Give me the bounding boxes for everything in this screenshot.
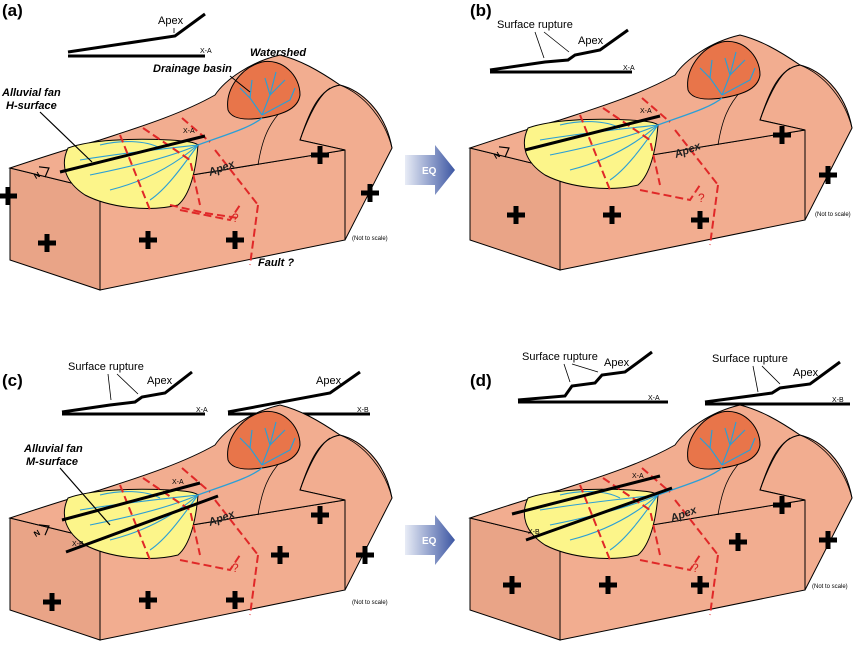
north-arrow-icon: N [32,166,50,181]
profile-apex-label-d2: Apex [793,367,819,379]
svg-text:N: N [32,170,42,181]
m-surface-label: M-surface [26,456,78,468]
profile-x-a-b: Surface rupture Apex X-A [489,19,635,74]
section-x-b-label-d: X-B [528,529,540,536]
section-line-x-b-c [65,494,219,554]
panel-d-label: (d) [470,371,492,390]
fault-lines [119,117,259,266]
surface-rupture-label-d2: Surface rupture [712,353,788,365]
panel-b: (b) Surface rupture Apex X-A ? X-A Apex … [469,1,853,271]
profile-x-a-label-d: X-A [648,395,660,402]
eq-label-2: EQ [422,536,437,547]
section-line-x-a [59,134,206,174]
panel-a-label: (a) [2,1,23,20]
section-x-a-label: X-A [183,128,195,135]
profile-x-b-c: Apex X-B [227,370,370,416]
h-surface-label: H-surface [6,100,57,112]
panel-b-label: (b) [470,1,492,20]
surface-rupture-label-c: Surface rupture [68,361,144,373]
profile-x-b-d: Surface rupture Apex X-B [704,353,850,406]
profile-apex-label-c2: Apex [316,375,342,387]
section-line-x-a-d [511,474,661,516]
north-arrow-icon-c: N [32,524,50,539]
not-to-scale-label-c: (Not to scale) [352,600,388,606]
profile-x-a-c: Surface rupture Apex X-A [61,361,208,416]
profile-apex-label-c: Apex [147,375,173,387]
fault-label: Fault ? [258,257,294,269]
profile-x-b-label-d: X-B [832,397,844,404]
not-to-scale-label-b: (Not to scale) [815,212,851,218]
profile-x-a-label-c: X-A [196,407,208,414]
profile-x-a-label-b: X-A [623,65,635,72]
watershed-label: Watershed [250,47,306,59]
section-line-x-a-b [524,114,661,152]
profile-apex-label-d: Apex [604,357,630,369]
eq-arrow-icon-2: EQ [405,515,455,565]
panel-a: (a) Apex X-A ? X-A Watershed Drainage ba… [0,1,393,291]
surface-rupture-label-d: Surface rupture [522,351,598,363]
section-x-a-label-d: X-A [632,473,644,480]
profile-x-a: Apex X-A [67,12,212,58]
not-to-scale-label-d: (Not to scale) [812,584,848,590]
drainage-basin-label: Drainage basin [153,63,232,75]
section-line-x-b-d [525,486,673,542]
fault-question-mark-d: ? [692,561,699,575]
eq-arrow-icon: EQ [405,145,455,195]
north-arrow-icon-b: N [492,146,510,161]
surface-rupture-label: Surface rupture [497,19,573,31]
eq-label: EQ [422,166,437,177]
alluvial-fan-label: Alluvial fan [1,87,61,99]
svg-text:N: N [492,150,502,161]
profile-x-a-d: Surface rupture Apex X-A [517,350,668,404]
fault-lines-d [579,467,719,616]
section-x-a-label-c: X-A [172,479,184,486]
profile-apex-label-b: Apex [578,35,604,47]
fault-question-mark-b: ? [698,191,705,205]
panel-c: (c) Surface rupture Apex X-A Apex X-B ? [2,361,393,641]
profile-x-b-label-c: X-B [357,407,369,414]
alluvial-fan-label-c: Alluvial fan [23,443,83,455]
fault-lines-b [579,97,719,246]
svg-text:N: N [32,528,42,539]
panel-c-label: (c) [2,371,23,390]
fault-question-mark-c: ? [232,561,239,575]
profile-x-a-label: X-A [200,48,212,55]
section-line-x-a-c [61,481,201,522]
panel-d: (d) Surface rupture Apex X-A Surface rup… [469,350,853,641]
fault-lines-c [119,467,259,616]
fault-question-mark: ? [232,211,239,225]
section-x-a-label-b: X-A [640,108,652,115]
section-x-b-label-c: X-B [72,541,84,548]
profile-apex-label: Apex [158,15,184,27]
not-to-scale-label: (Not to scale) [352,236,388,242]
